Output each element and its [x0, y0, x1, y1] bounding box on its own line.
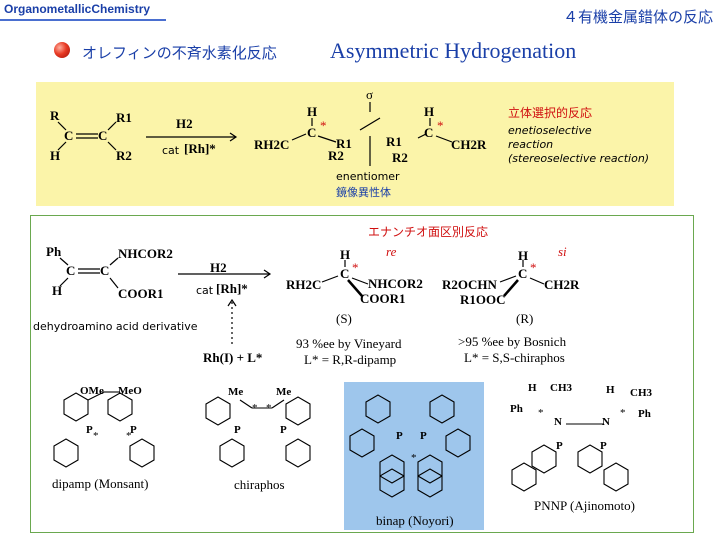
top-substrate-h: H [50, 148, 61, 163]
pr-right: CH2R [544, 277, 580, 292]
pnnp-h2: H [606, 384, 615, 396]
bottom-sub-nhcor2: NHCOR2 [118, 246, 173, 261]
catalyst-source: Rh(I) + L* [203, 350, 263, 365]
dipamp-star1: * [93, 430, 99, 442]
binap-p1: P [396, 430, 403, 442]
pnnp-ch3-1: CH3 [550, 382, 572, 394]
top-p1-r1: R1 [336, 136, 352, 151]
bottom-sub-h: H [52, 283, 63, 298]
pr-config: (R) [516, 311, 534, 326]
top-p1-c: C [307, 125, 317, 140]
enantiomer-ja: 鏡像異性体 [336, 186, 391, 199]
top-reagent-h2: H2 [176, 116, 193, 131]
enantiomer-en: enentiomer [336, 170, 400, 183]
top-substrate-r1: R1 [116, 110, 132, 125]
enantioface-title: エナンチオ面区別反応 [368, 225, 489, 239]
top-p2-c: C [424, 125, 434, 140]
pnnp-p2: P [600, 440, 607, 452]
chiraphos-name: chiraphos [234, 477, 285, 492]
top-p1-h: H [307, 104, 318, 119]
chapter-title: ４有機金属錯体の反応 [562, 8, 713, 26]
ps-left: RH2C [286, 277, 322, 292]
si-face-label: si [558, 244, 567, 259]
pr-bottom: R1OOC [460, 292, 506, 307]
bottom-reagent-cat: cat [196, 284, 214, 297]
pr-star: * [530, 260, 537, 275]
bottom-sub-c1: C [66, 263, 76, 278]
top-p2-r2: R2 [392, 150, 408, 165]
top-p2-r1: R1 [386, 134, 402, 149]
ps-bottom: COOR1 [360, 291, 406, 306]
dipamp-star2: * [126, 430, 132, 442]
binap-name: binap (Noyori) [376, 513, 454, 528]
pnnp-h1: H [528, 382, 537, 394]
dipamp-ome: OMe [80, 385, 104, 397]
dipamp-name: dipamp (Monsant) [52, 476, 149, 491]
pnnp-p1: P [556, 440, 563, 452]
pnnp-star1: * [538, 407, 544, 419]
stereoselective-label-en3: (stereoselective reaction) [508, 152, 650, 165]
ps-star: * [352, 260, 359, 275]
substrate-caption: dehydroamino acid derivative [33, 320, 198, 333]
bottom-sub-ph: Ph [46, 244, 62, 259]
bottom-reagent-h2: H2 [210, 260, 227, 275]
pnnp-n2: N [602, 416, 610, 428]
course-title: OrganometallicChemistry [4, 2, 151, 16]
binap-star: * [411, 452, 417, 464]
top-substrate-r: R [50, 108, 60, 123]
pnnp-n1: N [554, 416, 562, 428]
stereoselective-label-ja: 立体選択的反応 [508, 106, 593, 120]
chiraphos-p1: P [234, 424, 241, 436]
bottom-sub-coor1: COOR1 [118, 286, 164, 301]
chiraphos-p2: P [280, 424, 287, 436]
ps-h: H [340, 247, 351, 262]
top-p1-star: * [320, 118, 327, 133]
ps-ligand: L* = R,R-dipamp [304, 352, 397, 367]
top-substrate-r2: R2 [116, 148, 132, 163]
pnnp-name: PNNP (Ajinomoto) [534, 498, 635, 513]
pr-ligand: L* = S,S-chiraphos [464, 350, 565, 365]
pr-ee: >95 %ee by Bosnich [458, 334, 567, 349]
stereoselective-label-en1: enetioselective [508, 124, 592, 137]
stereoselective-label-en2: reaction [508, 138, 554, 151]
pnnp-star2: * [620, 407, 626, 419]
pr-c: C [518, 266, 528, 281]
top-p1-r2: R2 [328, 148, 344, 163]
top-scheme-panel [36, 82, 674, 206]
dipamp-meo: MeO [118, 385, 142, 397]
top-substrate-c2: C [98, 128, 108, 143]
pr-left: R2OCHN [442, 277, 497, 292]
top-p2-right: CH2R [451, 137, 487, 152]
top-p2-star: * [437, 118, 444, 133]
top-reagent-rh: [Rh]* [184, 141, 216, 156]
re-face-label: re [386, 244, 397, 259]
slide-title-japanese: オレフィンの不斉水素化反応 [82, 44, 277, 62]
pnnp-ch3-2: CH3 [630, 387, 652, 399]
chiraphos-me1: Me [228, 386, 244, 398]
binap-p2: P [420, 430, 427, 442]
slide-title-english: Asymmetric Hydrogenation [330, 38, 577, 63]
sigma-label: σ [366, 87, 374, 102]
dipamp-p1: P [86, 424, 93, 436]
header-underline [0, 19, 166, 21]
top-reagent-cat: cat [162, 144, 180, 157]
pnnp-ph1: Ph [510, 403, 523, 415]
top-substrate-c1: C [64, 128, 74, 143]
pnnp-ph2: Ph [638, 408, 651, 420]
top-p1-left: RH2C [254, 137, 290, 152]
red-bullet-icon [54, 42, 70, 58]
ps-c: C [340, 266, 350, 281]
top-p2-h: H [424, 104, 435, 119]
bottom-reagent-rh: [Rh]* [216, 281, 248, 296]
pr-h: H [518, 248, 529, 263]
chiraphos-me2: Me [276, 386, 292, 398]
ps-ee: 93 %ee by Vineyard [296, 336, 402, 351]
bottom-sub-c2: C [100, 263, 110, 278]
dipamp-p2: P [130, 424, 137, 436]
ps-config: (S) [336, 311, 352, 326]
ps-right: NHCOR2 [368, 276, 423, 291]
